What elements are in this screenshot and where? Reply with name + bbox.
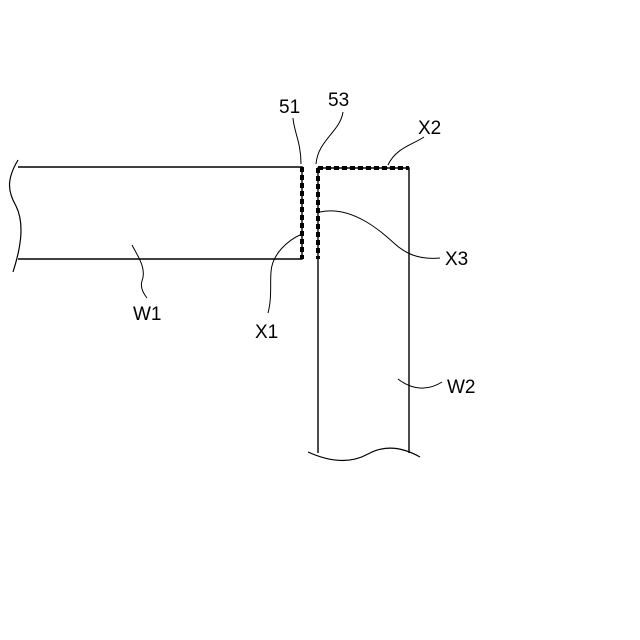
leader-lines (132, 112, 442, 388)
w1-break-line (10, 160, 22, 272)
leader-x2 (388, 137, 424, 165)
leader-51 (293, 118, 301, 164)
w1-outline (18, 167, 302, 259)
label-51: 51 (279, 97, 300, 118)
workpiece-w1 (10, 160, 303, 272)
label-x2: X2 (418, 118, 441, 139)
leader-x1 (268, 234, 302, 313)
leader-w1 (132, 245, 147, 298)
reference-labels: 51 53 X2 X3 X1 W1 W2 (133, 90, 476, 398)
label-53: 53 (328, 90, 349, 111)
label-x1: X1 (255, 322, 278, 343)
leader-w2 (398, 379, 442, 388)
leader-x3 (320, 211, 440, 258)
leader-53 (316, 112, 343, 164)
workpiece-w2 (308, 168, 420, 461)
label-w2: W2 (447, 377, 476, 398)
label-x3: X3 (445, 249, 468, 270)
label-w1: W1 (133, 304, 162, 325)
w2-break-line (308, 448, 420, 460)
